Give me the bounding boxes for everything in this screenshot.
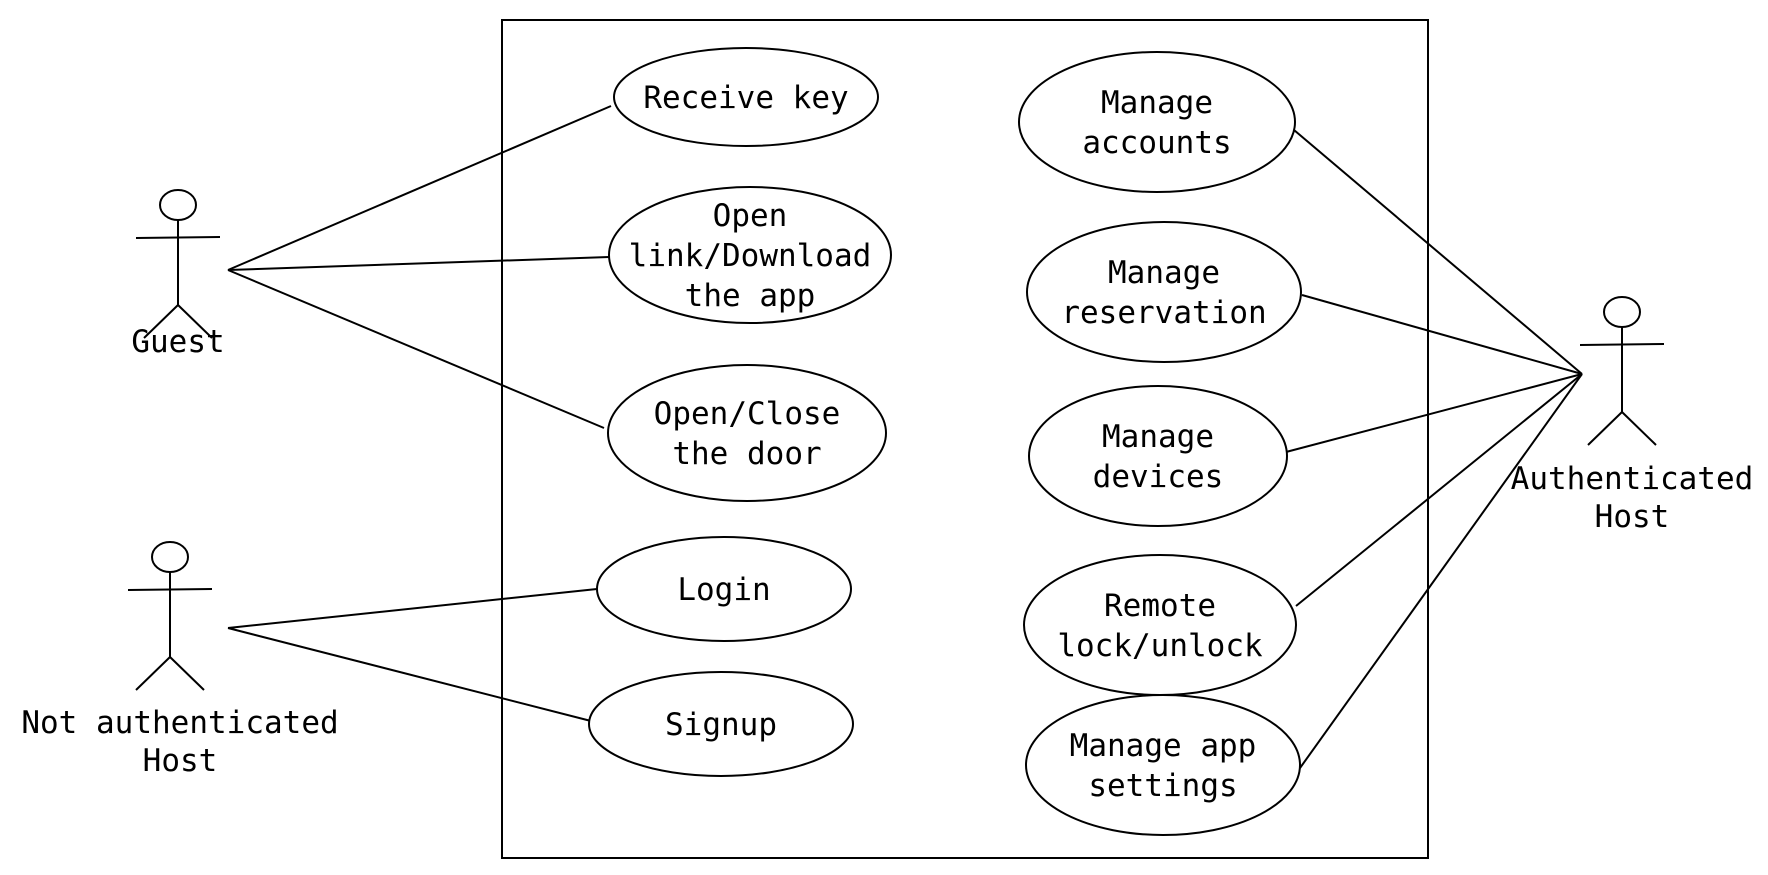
use-case-label-line: devices [1093,459,1224,495]
actor-label-line: Host [143,743,218,779]
use-case-receive-key[interactable]: Receive key [613,47,879,147]
use-case-ellipse [608,186,892,324]
use-case-label-line: link/Download [629,238,872,274]
system-boundary [501,19,1429,859]
use-case-label-line: the door [672,436,821,472]
association-line-guest-open-link [227,256,610,271]
actor-figure-icon [127,541,213,691]
use-case-label-line: accounts [1082,125,1231,161]
association-line-auth-host-manage-devices [1285,373,1583,453]
use-case-label-line: Open [713,198,788,234]
use-case-label-line: lock/unlock [1057,628,1263,664]
actor-label-line: Guest [131,324,224,360]
use-case-label-line: settings [1088,768,1237,804]
association-line-auth-host-remote-lock [1295,373,1583,607]
use-case-open-link[interactable]: Open link/Download the app [608,186,892,324]
association-line-auth-host-manage-reservation [1301,294,1583,375]
use-case-ellipse [613,47,879,147]
use-case-open-close-door[interactable]: Open/Close the door [607,364,887,502]
use-case-ellipse [1025,694,1301,836]
use-case-label-line: the app [685,278,816,314]
actor-label-line: Not authenticated [21,705,338,741]
use-case-ellipse [1018,51,1296,193]
association-line-not-auth-host-signup [227,627,592,722]
use-case-ellipse [1028,385,1288,527]
use-case-remote-lock[interactable]: Remote lock/unlock [1023,554,1297,696]
association-line-guest-open-close-door [227,269,605,429]
use-case-label-line: Receive key [643,80,848,116]
use-case-manage-accounts[interactable]: Manage accounts [1018,51,1296,193]
actor-figure-icon [135,189,221,339]
use-case-label-line: Login [677,572,770,608]
use-case-manage-devices[interactable]: Manage devices [1028,385,1288,527]
use-case-label-line: Manage [1108,255,1220,291]
use-case-ellipse [1026,221,1302,363]
use-case-manage-reservation[interactable]: Manage reservation [1026,221,1302,363]
use-case-ellipse [607,364,887,502]
use-case-label-line: Open/Close [654,396,841,432]
association-line-guest-receive-key [227,105,612,271]
use-case-label-line: Signup [665,707,777,743]
use-case-ellipse [596,536,852,642]
use-case-label-line: Manage [1102,419,1214,455]
use-case-label-line: reservation [1061,295,1266,331]
actor-label-line: Authenticated [1511,461,1754,497]
use-case-label-line: Manage app [1070,728,1257,764]
use-case-label-line: Remote [1104,588,1216,624]
use-case-signup[interactable]: Signup [588,671,854,777]
association-line-not-auth-host-login [227,588,598,629]
use-case-manage-app-settings[interactable]: Manage app settings [1025,694,1301,836]
use-case-login[interactable]: Login [596,536,852,642]
association-line-auth-host-manage-accounts [1293,129,1583,375]
use-case-ellipse [1023,554,1297,696]
use-case-ellipse [588,671,854,777]
use-case-label-line: Manage [1101,85,1213,121]
actor-guest: Guest [131,189,225,360]
actor-figure-icon [1579,296,1665,446]
actor-label-line: Host [1595,499,1670,535]
associations [227,105,1583,769]
association-line-auth-host-manage-app-settings [1299,373,1583,769]
